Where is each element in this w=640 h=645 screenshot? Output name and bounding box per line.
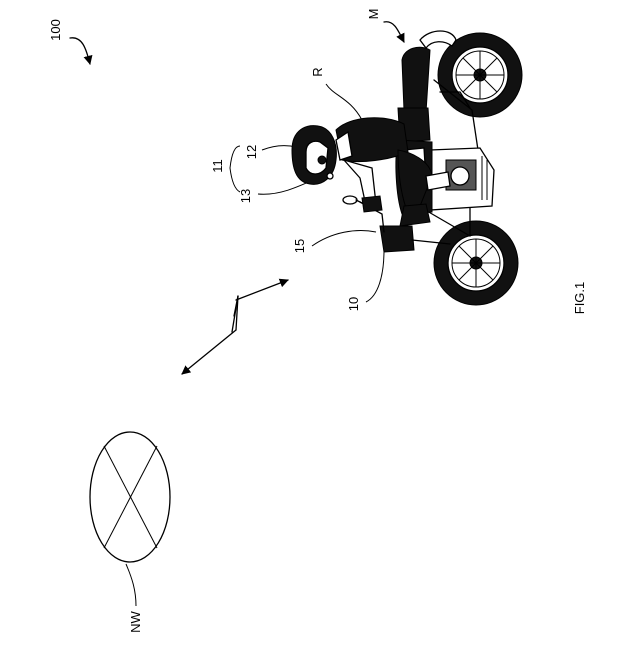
- leader-NW: [126, 564, 136, 606]
- leader-arrow-100: [70, 38, 90, 64]
- leader-10: [366, 250, 384, 302]
- leader-R: [326, 84, 362, 120]
- leader-arrow-M: [384, 22, 404, 42]
- label-100: 100: [48, 19, 63, 41]
- bracket-11: [230, 146, 240, 192]
- network-icon: [90, 432, 170, 562]
- label-M: M: [366, 9, 381, 20]
- figure-caption: FIG.1: [572, 282, 587, 315]
- wireless-link-icon: [182, 280, 288, 374]
- label-12: 12: [244, 145, 259, 159]
- label-11: 11: [210, 159, 225, 173]
- leader-15: [312, 231, 376, 246]
- label-13: 13: [238, 189, 253, 203]
- label-NW: NW: [128, 610, 143, 632]
- front-wheel: [434, 221, 518, 305]
- helmet: [292, 126, 336, 185]
- label-R: R: [310, 67, 325, 76]
- label-15: 15: [292, 239, 307, 253]
- label-10: 10: [346, 297, 361, 311]
